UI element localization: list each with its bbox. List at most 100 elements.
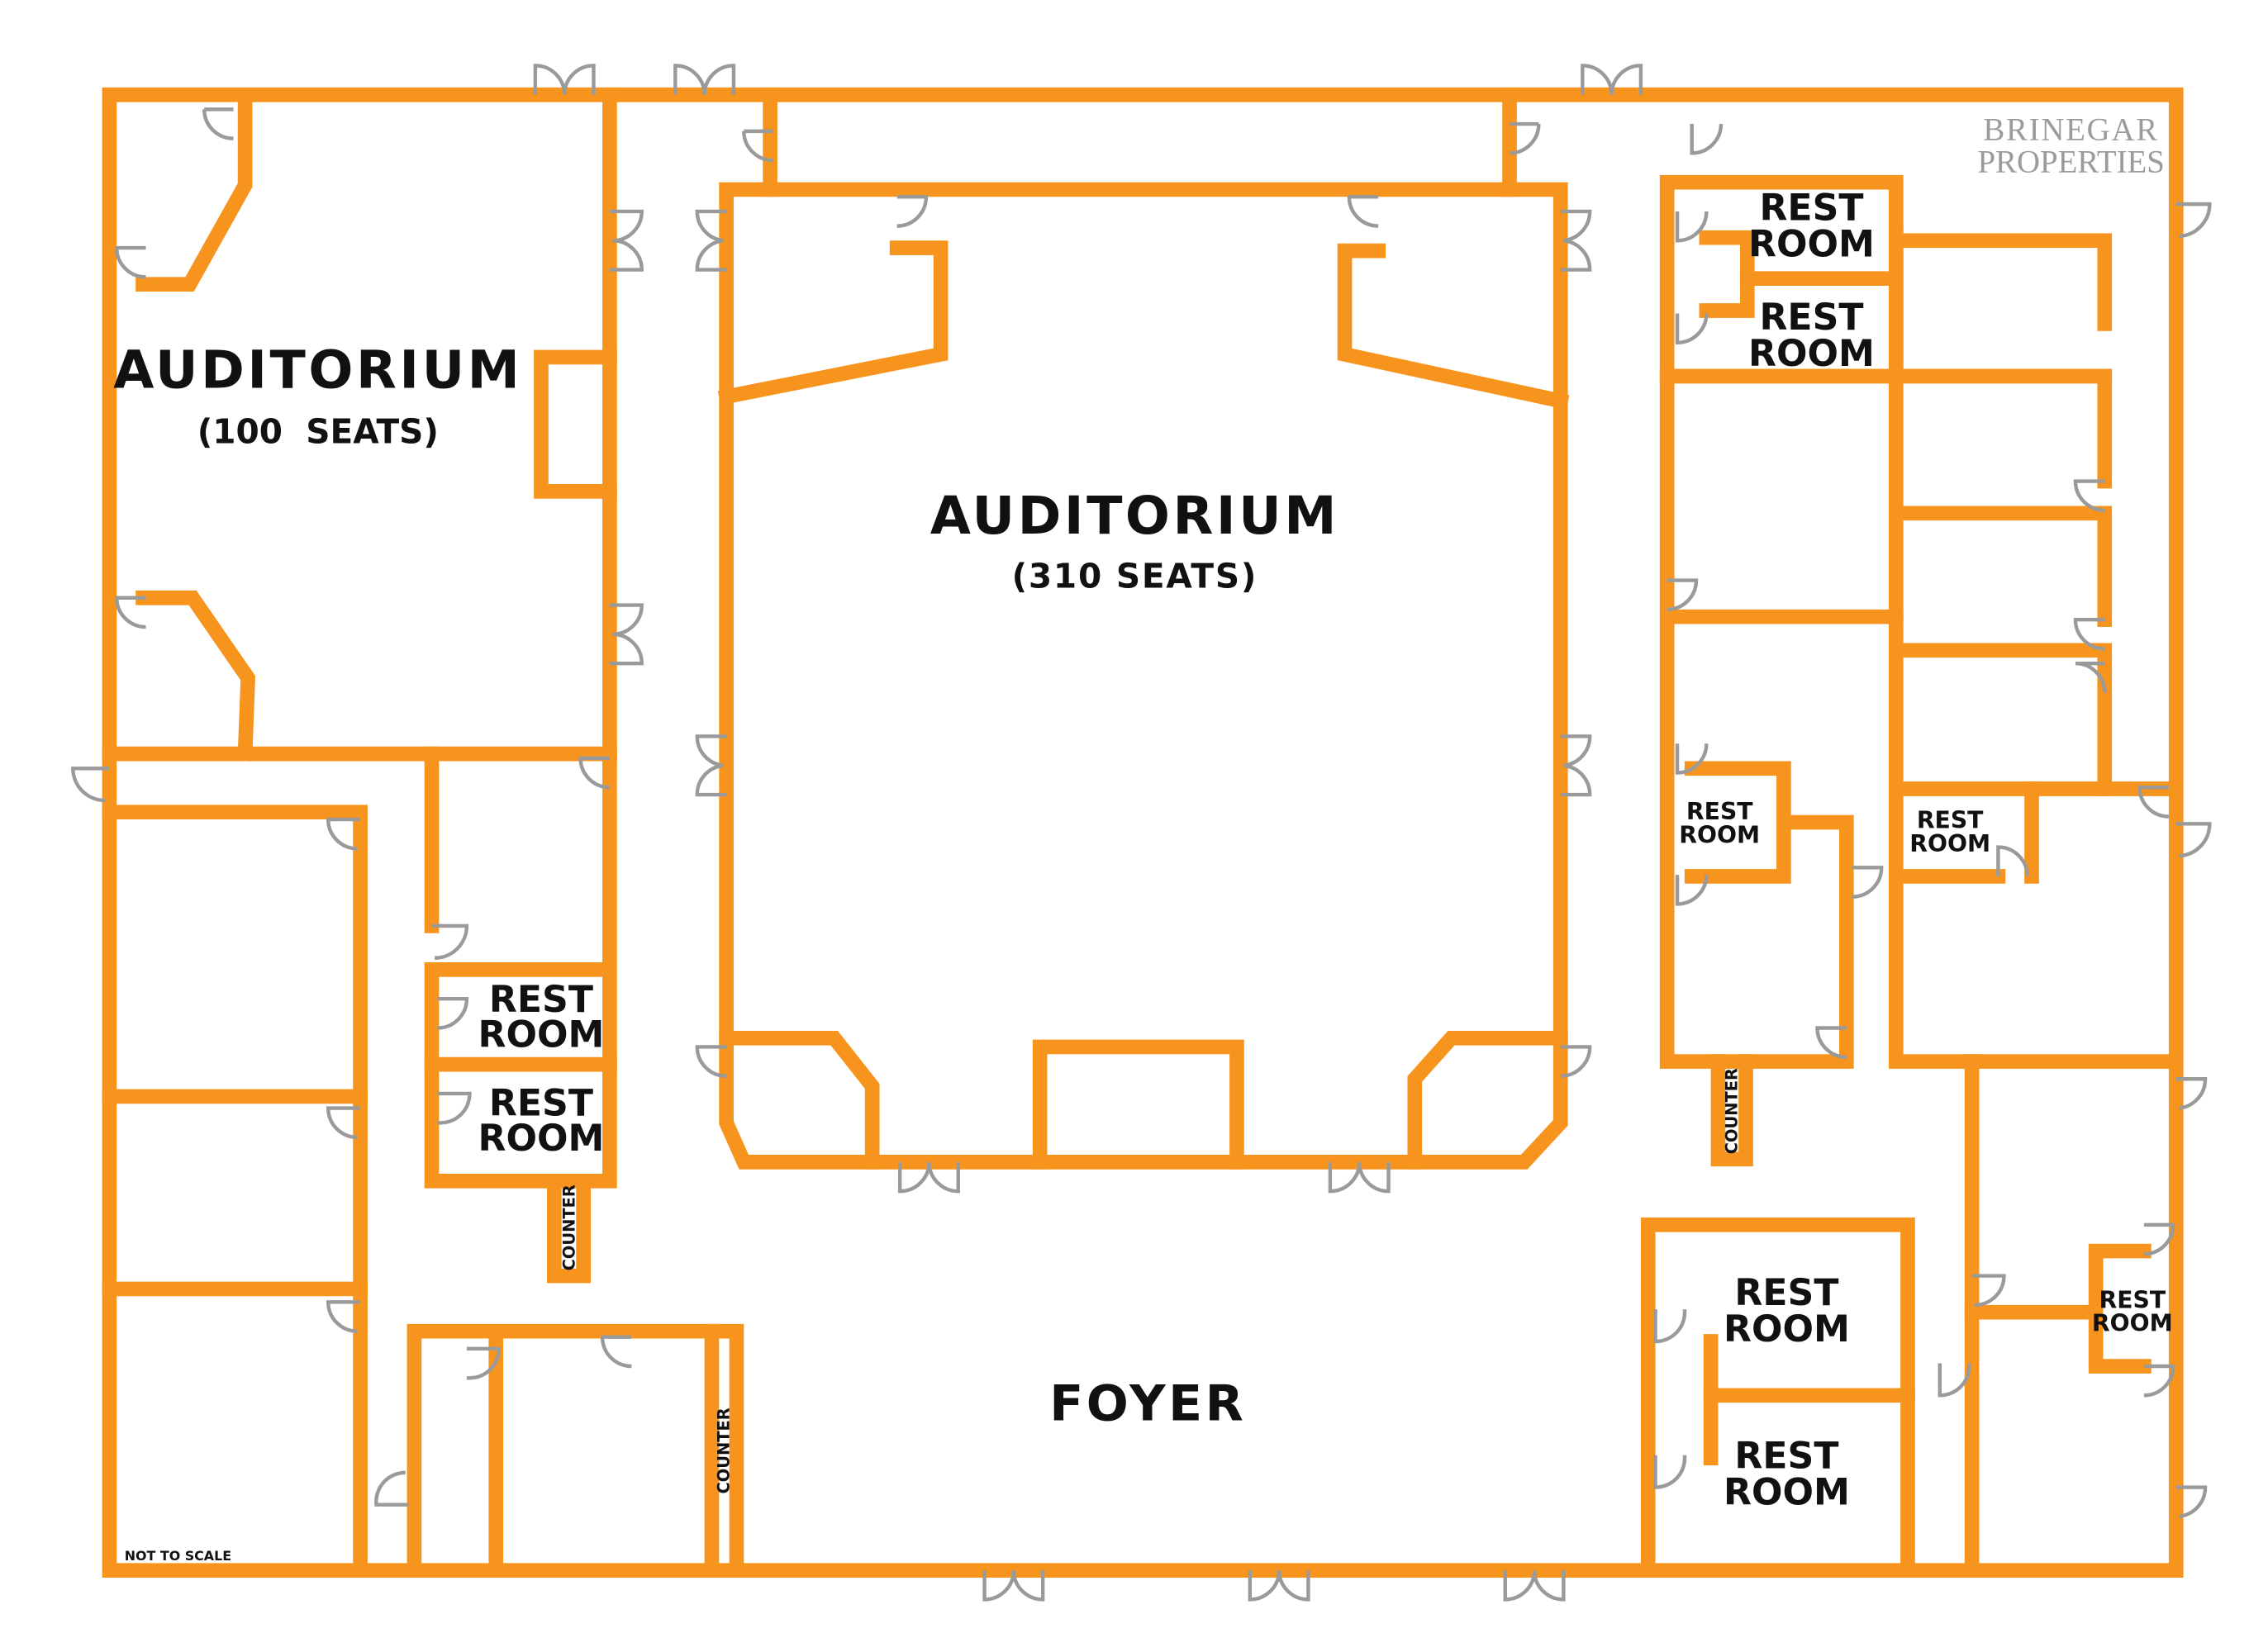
door-lower-right-2 [1938, 1363, 1971, 1398]
left-office-wall-1 [102, 805, 368, 1578]
door-corridor-2 [431, 923, 469, 960]
door-lower-right-1 [1971, 1274, 2006, 1308]
door-restroom-r2 [1675, 313, 1709, 345]
exterior-wall [102, 87, 2184, 1578]
door-office-l1 [326, 817, 361, 851]
right-small-restroom-a [1684, 761, 1791, 884]
large-auditorium-seats: (310 SEATS) [1012, 556, 1258, 596]
restroom-3-word1: REST [489, 979, 593, 1021]
door-corridor-1 [578, 756, 610, 790]
stage-box [1032, 1039, 1244, 1170]
door-right-corridor [1667, 578, 1699, 612]
counter-right [1710, 1054, 1753, 1167]
scale-note: NOT TO SCALE [125, 1548, 231, 1564]
door-small-aud-1 [609, 209, 644, 272]
counter-bottom-label: COUNTER [715, 1408, 734, 1493]
door-mid-right [1852, 866, 1884, 899]
restroom-7-word1: REST [1734, 1272, 1838, 1314]
right-restrooms-vert [1699, 230, 1755, 286]
lower-left-room [407, 1323, 744, 1578]
door-top-1 [533, 64, 596, 95]
door-top-3 [1581, 64, 1643, 95]
door-lower-left-1 [466, 1346, 501, 1380]
door-aud-left-2 [695, 734, 727, 797]
door-mid-right-2 [1815, 1026, 1847, 1059]
door-office-l2 [326, 1106, 361, 1140]
far-right-office-1 [1889, 368, 2113, 489]
restroom-4-word1: REST [489, 1082, 593, 1124]
door-stage-2 [115, 245, 146, 279]
door-far-right-3 [2075, 661, 2107, 693]
door-stage-1 [202, 107, 234, 140]
door-far-right-1 [2073, 479, 2105, 513]
door-left-exterior [71, 767, 110, 803]
projection-booth [534, 349, 617, 499]
right-mid-room [1659, 609, 1904, 1069]
restroom-4-word2: ROOM [478, 1118, 604, 1160]
door-bottom-1 [982, 1570, 1045, 1602]
counter-left [546, 1174, 591, 1284]
far-right-top [1889, 233, 2113, 331]
restroom-9-word2: ROOM [2092, 1310, 2173, 1337]
door-right-top [1690, 123, 1724, 155]
door-lower-left-2 [600, 1335, 632, 1369]
door-office-l4 [374, 1470, 409, 1507]
right-restrooms-divider [1699, 271, 1904, 318]
door-aud-left-3 [695, 1045, 727, 1078]
far-right-office-2 [1889, 506, 2113, 628]
door-restroom-r6 [1653, 1308, 1687, 1344]
stage-upper-right [1337, 243, 1570, 410]
door-lobby-2 [1509, 121, 1541, 155]
door-restroom-l2 [437, 1091, 472, 1125]
door-far-right-2 [2073, 618, 2105, 651]
restroom-2-word2: ROOM [1748, 333, 1875, 375]
restroom-8-word1: REST [1734, 1436, 1838, 1478]
small-auditorium-seats: (100 SEATS) [197, 412, 439, 452]
restroom-1-word1: REST [1759, 188, 1863, 230]
door-aud-right-2 [1560, 734, 1592, 797]
door-aud-bottom-2 [1328, 1161, 1391, 1194]
door-lobby-1 [742, 129, 773, 163]
door-right-exterior-3 [2175, 1077, 2208, 1110]
door-aud-top-1 [896, 195, 929, 228]
walls [102, 87, 2184, 1578]
door-small-aud-2 [609, 603, 644, 666]
door-restroom-r5 [1996, 845, 2029, 876]
brand-line1: BRINEGAR [1983, 112, 2159, 147]
door-bottom-2 [1248, 1570, 1310, 1602]
door-small-restroom-b1 [2143, 1222, 2175, 1256]
door-restroom-l1 [437, 996, 469, 1030]
doors [71, 64, 2212, 1602]
door-aud-bottom-1 [897, 1161, 960, 1194]
restroom-1-word2: ROOM [1748, 224, 1875, 266]
large-auditorium-wall [719, 182, 1568, 1170]
door-restroom-r4 [1675, 875, 1709, 906]
corner-lower-left [719, 1031, 880, 1170]
door-office-l3 [326, 1300, 361, 1333]
restroom-9-word1: REST [2099, 1286, 2166, 1313]
restroom-7-word2: ROOM [1724, 1308, 1850, 1351]
small-auditorium-name: AUDITORIUM [113, 339, 522, 401]
door-right-exterior-1 [2175, 202, 2212, 239]
stage-left-upper [136, 94, 253, 292]
stage-upper-left [717, 240, 949, 406]
door-right-exterior-2 [2137, 786, 2212, 858]
far-right-office-3 [1889, 643, 2113, 796]
door-stage-3 [115, 596, 146, 629]
door-aud-right-1 [1560, 209, 1592, 272]
door-top-2 [673, 64, 736, 95]
door-aud-left-1 [695, 209, 727, 272]
large-auditorium-name: AUDITORIUM [930, 485, 1339, 546]
door-aud-right-3 [1560, 1045, 1592, 1078]
restroom-5-word1: REST [1686, 798, 1753, 825]
restroom-6-word2: ROOM [1909, 830, 1990, 857]
corridor-wall-b [424, 746, 617, 1189]
door-aud-top-2 [1347, 195, 1379, 228]
brand-line2: PROPERTIES [1977, 144, 2164, 179]
door-right-exterior-4 [2175, 1485, 2208, 1519]
door-restroom-r7 [1653, 1455, 1687, 1489]
labels: AUDITORIUM (100 SEATS) AUDITORIUM (310 S… [113, 112, 2172, 1563]
restroom-2-word1: REST [1759, 297, 1863, 339]
door-restroom-r1 [1675, 211, 1709, 243]
